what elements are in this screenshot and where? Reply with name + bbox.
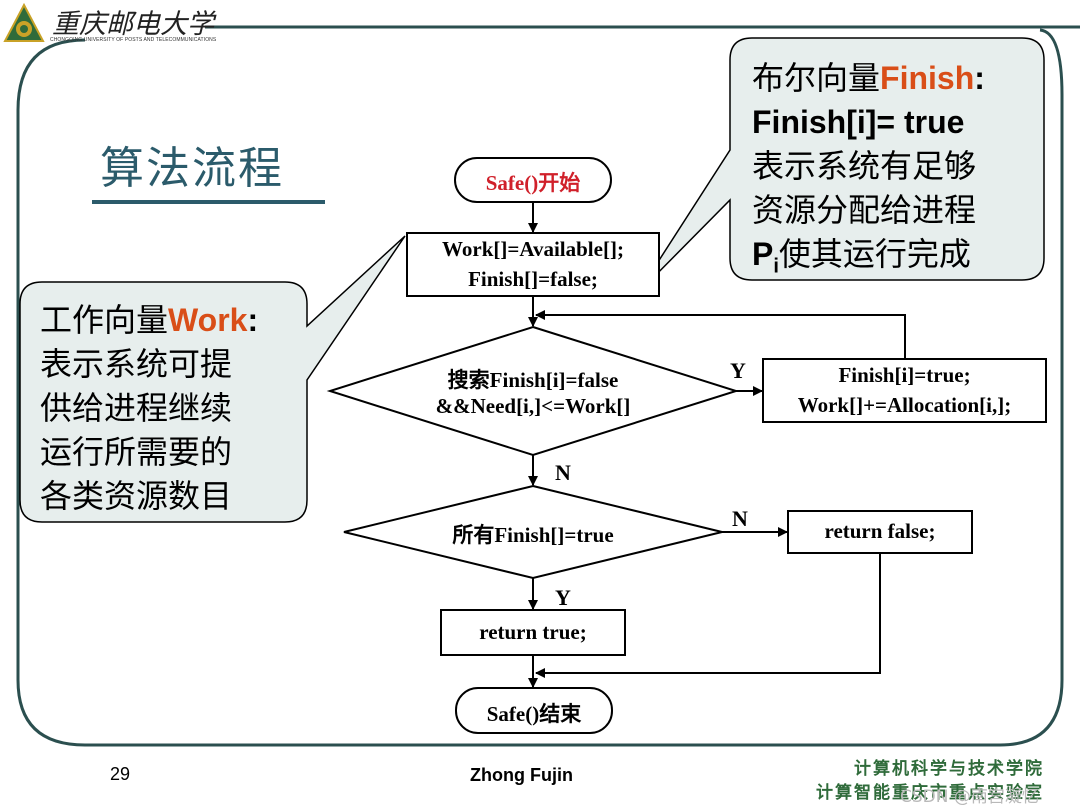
slide-frame xyxy=(16,28,1064,747)
callout-finish-line4: 资源分配给进程 xyxy=(752,191,977,229)
callout-finish-line1: 布尔向量Finish: xyxy=(752,59,985,97)
university-name: 重庆邮电大学 xyxy=(52,9,214,40)
start-label: Safe()开始 xyxy=(485,171,581,195)
callout-work-line5: 各类资源数目 xyxy=(40,477,233,515)
college-line1: 计算机科学与技术学院 xyxy=(854,759,1044,779)
return-true-box xyxy=(440,609,626,656)
college-name: 计算机科学与技术学院 计算智能重庆市重点实验室 xyxy=(816,757,1044,805)
branch-label-y2: Y xyxy=(555,585,571,610)
callout-work-line2: 表示系统可提 xyxy=(40,345,233,383)
arrow-false-end xyxy=(535,553,881,678)
return-false-label: return false; xyxy=(824,519,936,543)
college-line2: 计算智能重庆市重点实验室 xyxy=(816,783,1044,803)
end-terminal xyxy=(455,687,613,734)
callout-work-line3: 供给进程继续 xyxy=(40,389,233,427)
callout-finish-line5: Pi使其运行完成 xyxy=(752,235,971,278)
return-true-label: return true; xyxy=(479,620,587,644)
university-seal-icon xyxy=(3,3,45,42)
callout-finish-line2: Finish[i]= true xyxy=(752,104,965,140)
callout-work-line1: 工作向量Work: xyxy=(40,301,259,339)
init-box xyxy=(406,232,660,297)
callout-work-shape xyxy=(19,235,406,523)
loop-back-line xyxy=(535,310,906,359)
search-line2: &&Need[i,]<=Work[] xyxy=(435,394,631,418)
branch-label-n2: N xyxy=(732,506,748,531)
callout-work-line4: 运行所需要的 xyxy=(40,433,233,471)
callout-work-text: 工作向量Work: 表示系统可提 供给进程继续 运行所需要的 各类资源数目 xyxy=(40,298,258,518)
watermark: CSDN @南宫凝忆 xyxy=(900,787,1039,807)
university-subtitle: CHONGQING UNIVERSITY OF POSTS AND TELECO… xyxy=(50,37,217,43)
branch-label-n1: N xyxy=(555,460,571,485)
update-line2: Work[]+=Allocation[i,]; xyxy=(797,393,1012,417)
search-line1: 搜索Finish[i]=false xyxy=(447,368,619,392)
callout-finish-text: 布尔向量Finish: Finish[i]= true 表示系统有足够 资源分配… xyxy=(752,56,985,288)
callout-finish-shape xyxy=(637,37,1045,294)
author-name: Zhong Fujin xyxy=(470,765,573,785)
slide-title: 算法流程 xyxy=(100,143,284,194)
callout-finish-line3: 表示系统有足够 xyxy=(752,147,977,185)
page-number: 29 xyxy=(110,764,131,784)
init-line2: Finish[]=false; xyxy=(468,267,598,291)
update-line1: Finish[i]=true; xyxy=(838,363,971,387)
init-line1: Work[]=Available[]; xyxy=(442,237,624,261)
branch-label-y1: Y xyxy=(730,358,746,383)
check-all-label: 所有Finish[]=true xyxy=(452,523,614,547)
end-label: Safe()结束 xyxy=(486,702,582,726)
